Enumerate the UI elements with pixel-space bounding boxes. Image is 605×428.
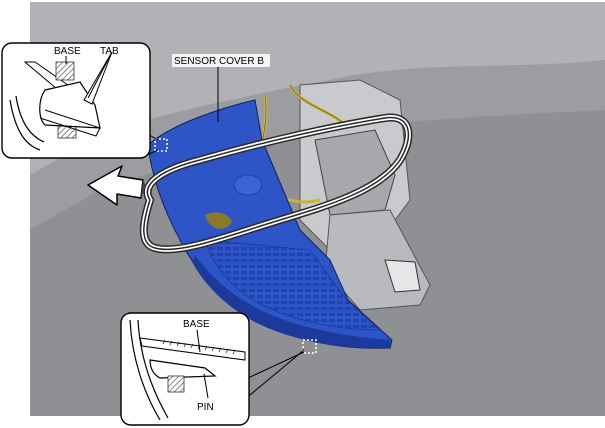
callout-base-label-bottom: BASE (183, 319, 210, 330)
clip-location-icon (154, 138, 168, 152)
callout-base-label: BASE (54, 46, 81, 57)
sensor-cover-label: SENSOR COVER B (174, 56, 264, 67)
headliner-shadow (30, 60, 605, 230)
callout-pin-label: PIN (197, 402, 214, 413)
sensor-outline-loop (139, 113, 413, 254)
removal-direction-arrow-icon (87, 165, 146, 206)
sensor-cover-label-bg (172, 54, 270, 67)
callout-bottom-leader (243, 349, 305, 401)
callout-tab-label: TAB (100, 46, 119, 57)
callout-pin-detail (120, 312, 250, 426)
clip-location-icon (302, 339, 317, 354)
callout-bottom-leader (247, 351, 305, 379)
callout-tab-detail (1, 42, 151, 159)
mirror-bracket (299, 79, 431, 311)
headliner-surface (30, 2, 605, 175)
